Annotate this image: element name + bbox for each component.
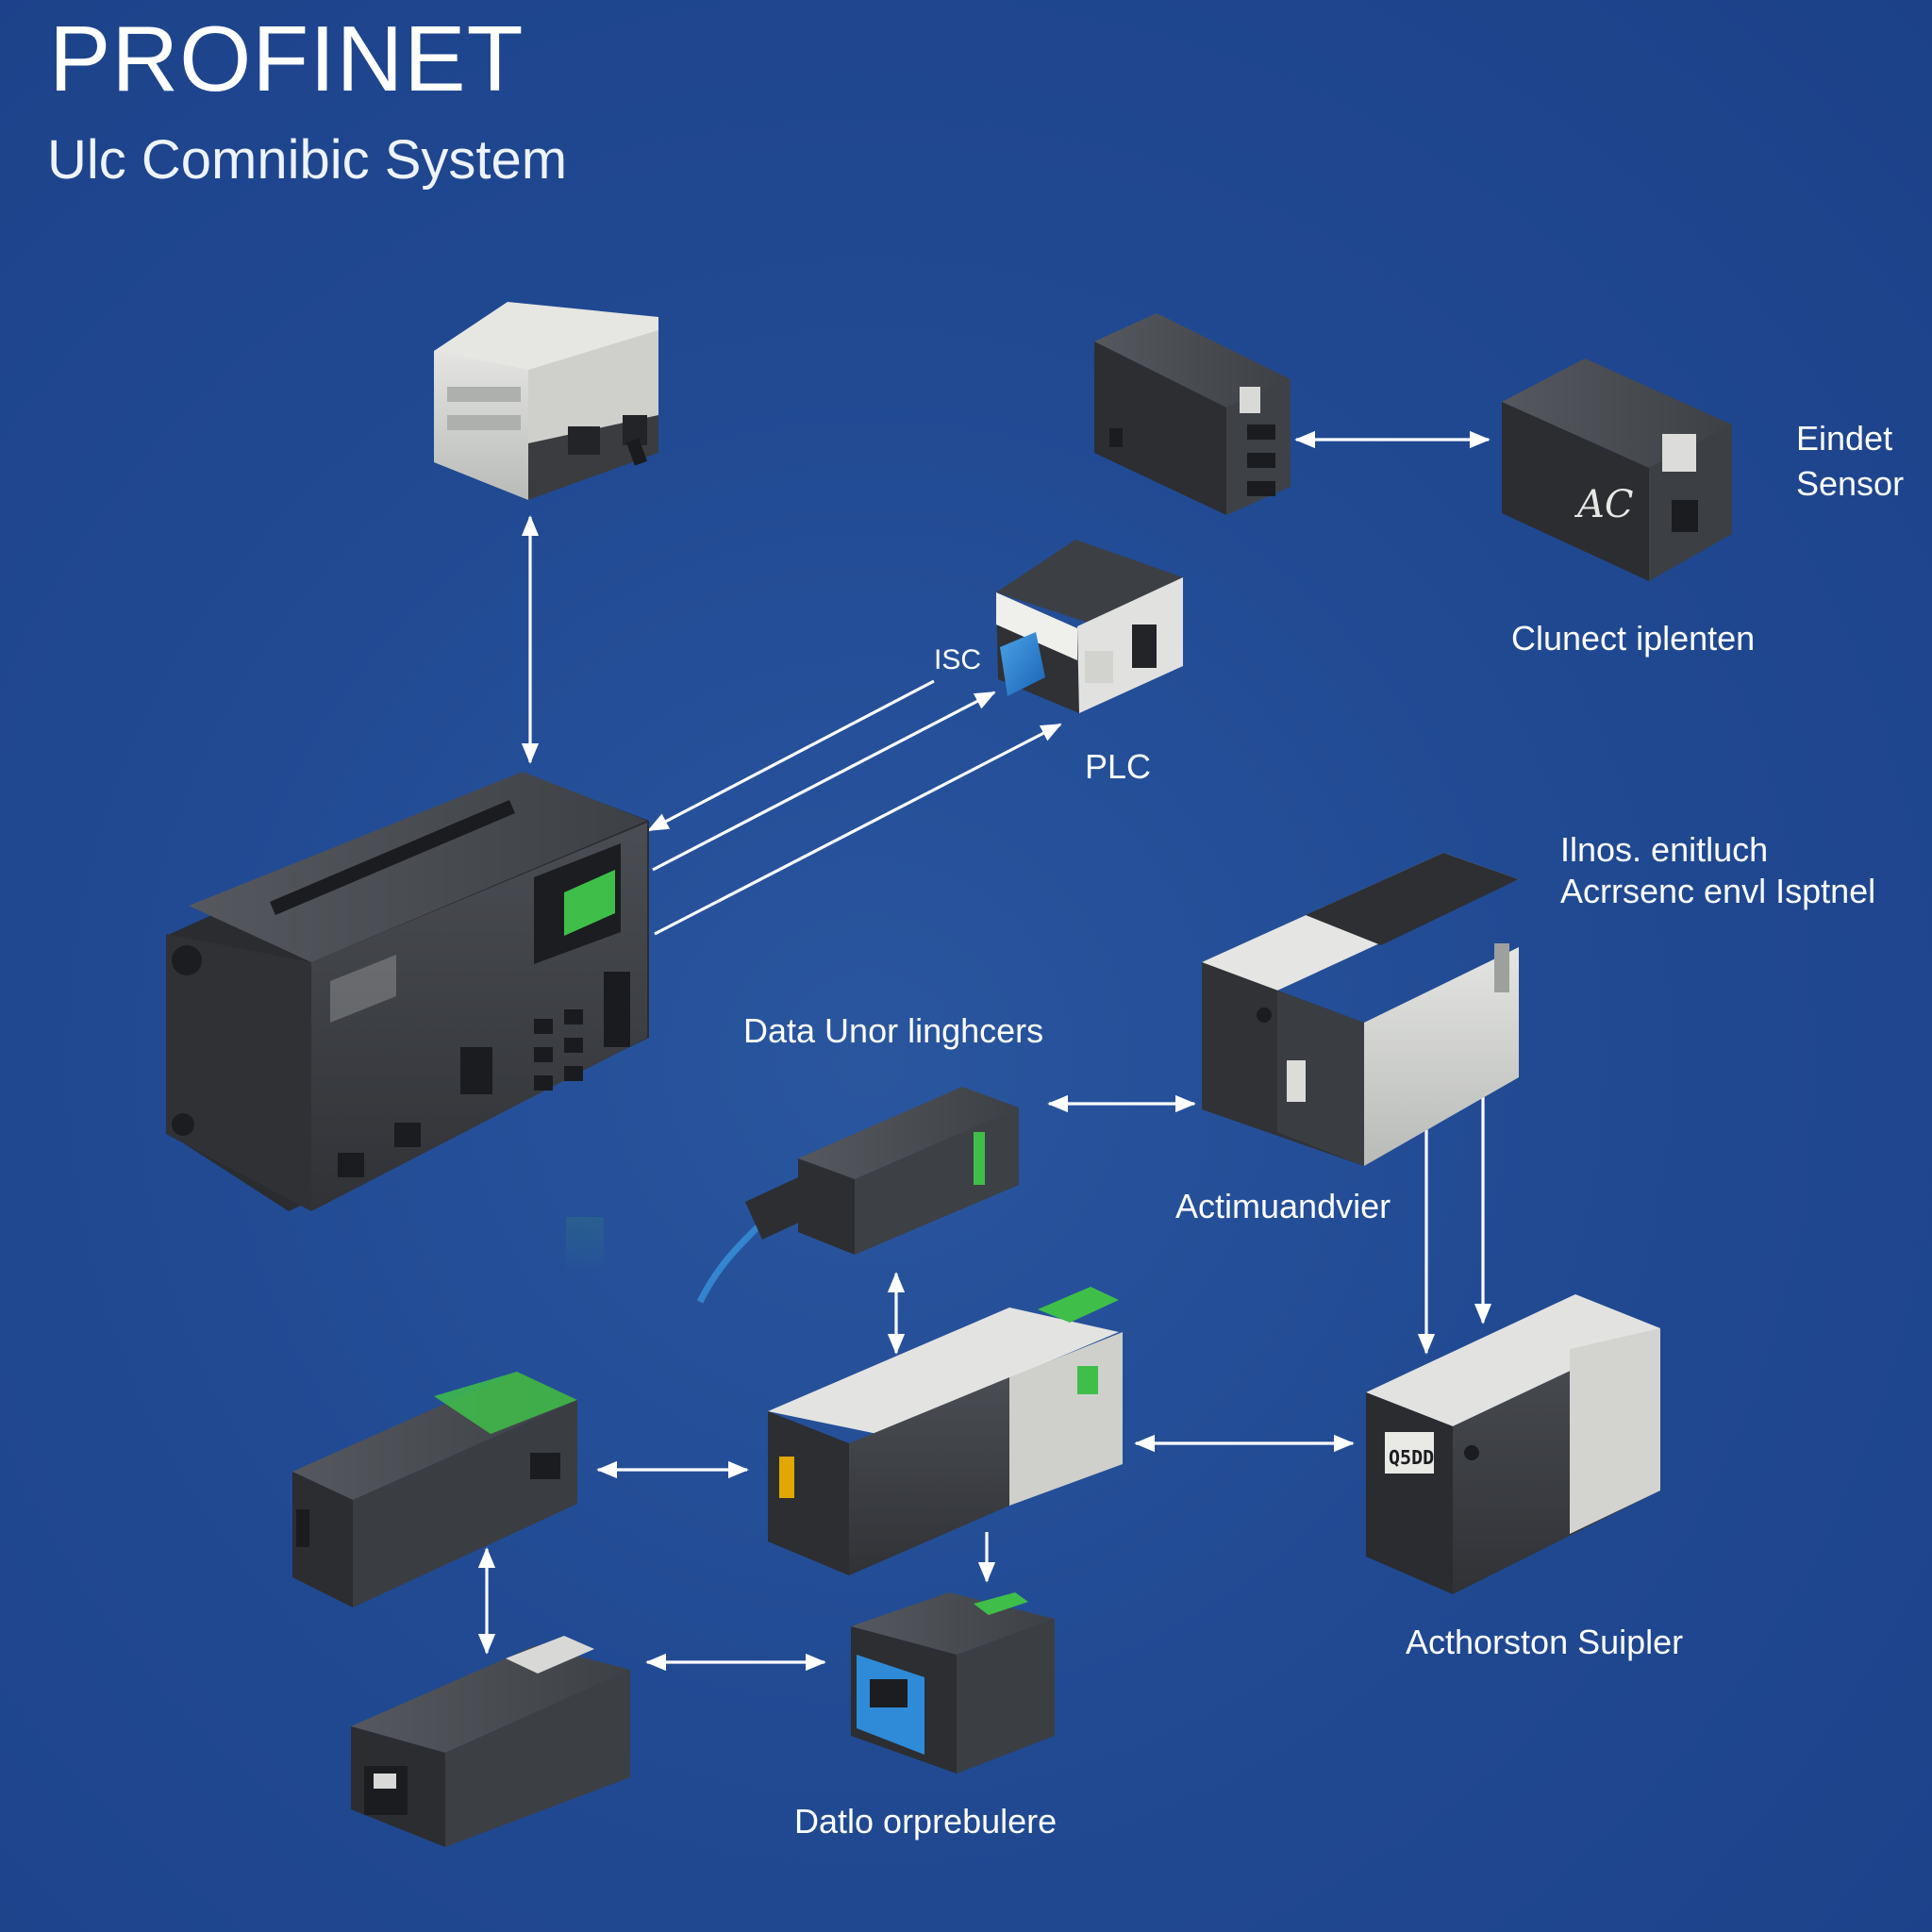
io-hub-device bbox=[768, 1287, 1123, 1575]
label-ilnos-line1: Ilnos. enitluch bbox=[1560, 830, 1769, 869]
ethernet-port bbox=[1132, 625, 1157, 668]
latch bbox=[1494, 943, 1509, 992]
vent-slot bbox=[447, 415, 521, 430]
io-module-device: Q5DD bbox=[1366, 1294, 1660, 1594]
plc-connector-device bbox=[996, 540, 1183, 713]
io-connectors bbox=[534, 972, 630, 1091]
diagram-title: PROFINET bbox=[49, 7, 525, 110]
coupler-device bbox=[1094, 313, 1291, 515]
label-actimuandvier: Actimuandvier bbox=[1175, 1187, 1391, 1225]
label-eindet-line1: Eindet bbox=[1796, 419, 1893, 458]
vent-slot bbox=[447, 387, 521, 402]
label-ilnos-line2: Acrrsenc envl Isptnel bbox=[1560, 872, 1876, 910]
ethernet-port bbox=[568, 426, 600, 455]
port bbox=[338, 1153, 364, 1177]
port bbox=[460, 1047, 492, 1094]
mount-hole bbox=[172, 1113, 194, 1136]
label-clunect-iplenten: Clunect iplenten bbox=[1511, 619, 1756, 658]
status-led bbox=[974, 1132, 985, 1185]
port bbox=[364, 1766, 408, 1815]
port bbox=[1247, 481, 1275, 496]
label-data-unor: Data Unor linghcers bbox=[743, 1011, 1044, 1050]
terminal-device bbox=[851, 1592, 1055, 1774]
blue-connector bbox=[1000, 632, 1045, 696]
arrow-plc-isc-3 bbox=[654, 723, 1062, 936]
adapter-device bbox=[351, 1636, 630, 1847]
blue-cable bbox=[696, 1220, 765, 1304]
ethernet-port bbox=[1672, 500, 1698, 532]
arrow-isc-plc-1 bbox=[647, 679, 935, 832]
label-acthorston-suipler: Acthorston Suipler bbox=[1406, 1623, 1684, 1661]
gateway-device bbox=[434, 302, 658, 500]
terminal-strip bbox=[270, 800, 515, 915]
io-module-tag: Q5DD bbox=[1389, 1446, 1434, 1469]
terminal-block bbox=[1077, 1366, 1098, 1394]
ethernet-port bbox=[530, 1453, 560, 1479]
reflection bbox=[566, 1217, 604, 1274]
label-plc: PLC bbox=[1085, 747, 1152, 786]
port bbox=[1247, 425, 1275, 440]
label-eindet-line2: Sensor bbox=[1796, 464, 1905, 503]
latch bbox=[1240, 387, 1260, 413]
warning-label bbox=[779, 1457, 794, 1498]
mount-hole bbox=[172, 945, 202, 975]
label-isc: ISC bbox=[934, 644, 982, 675]
tag-label bbox=[1385, 1432, 1434, 1474]
main-plc-device bbox=[166, 772, 649, 1274]
network-switch-device bbox=[1202, 853, 1519, 1166]
port bbox=[1247, 453, 1275, 468]
arrow-plc-isc-2 bbox=[652, 691, 996, 872]
cable-connector-device bbox=[696, 1087, 1019, 1304]
io-terminal-module bbox=[292, 1372, 577, 1607]
status-display bbox=[564, 870, 615, 936]
diagram-subtitle: Ulc Comnibic System bbox=[47, 129, 568, 191]
connections bbox=[477, 430, 1492, 1672]
device-logo: AC bbox=[1574, 483, 1634, 526]
latch bbox=[1662, 434, 1696, 472]
sensor-device: AC bbox=[1502, 358, 1732, 581]
label-datlo-orprebulere: Datlo orprebulere bbox=[794, 1802, 1058, 1840]
port bbox=[394, 1123, 421, 1147]
